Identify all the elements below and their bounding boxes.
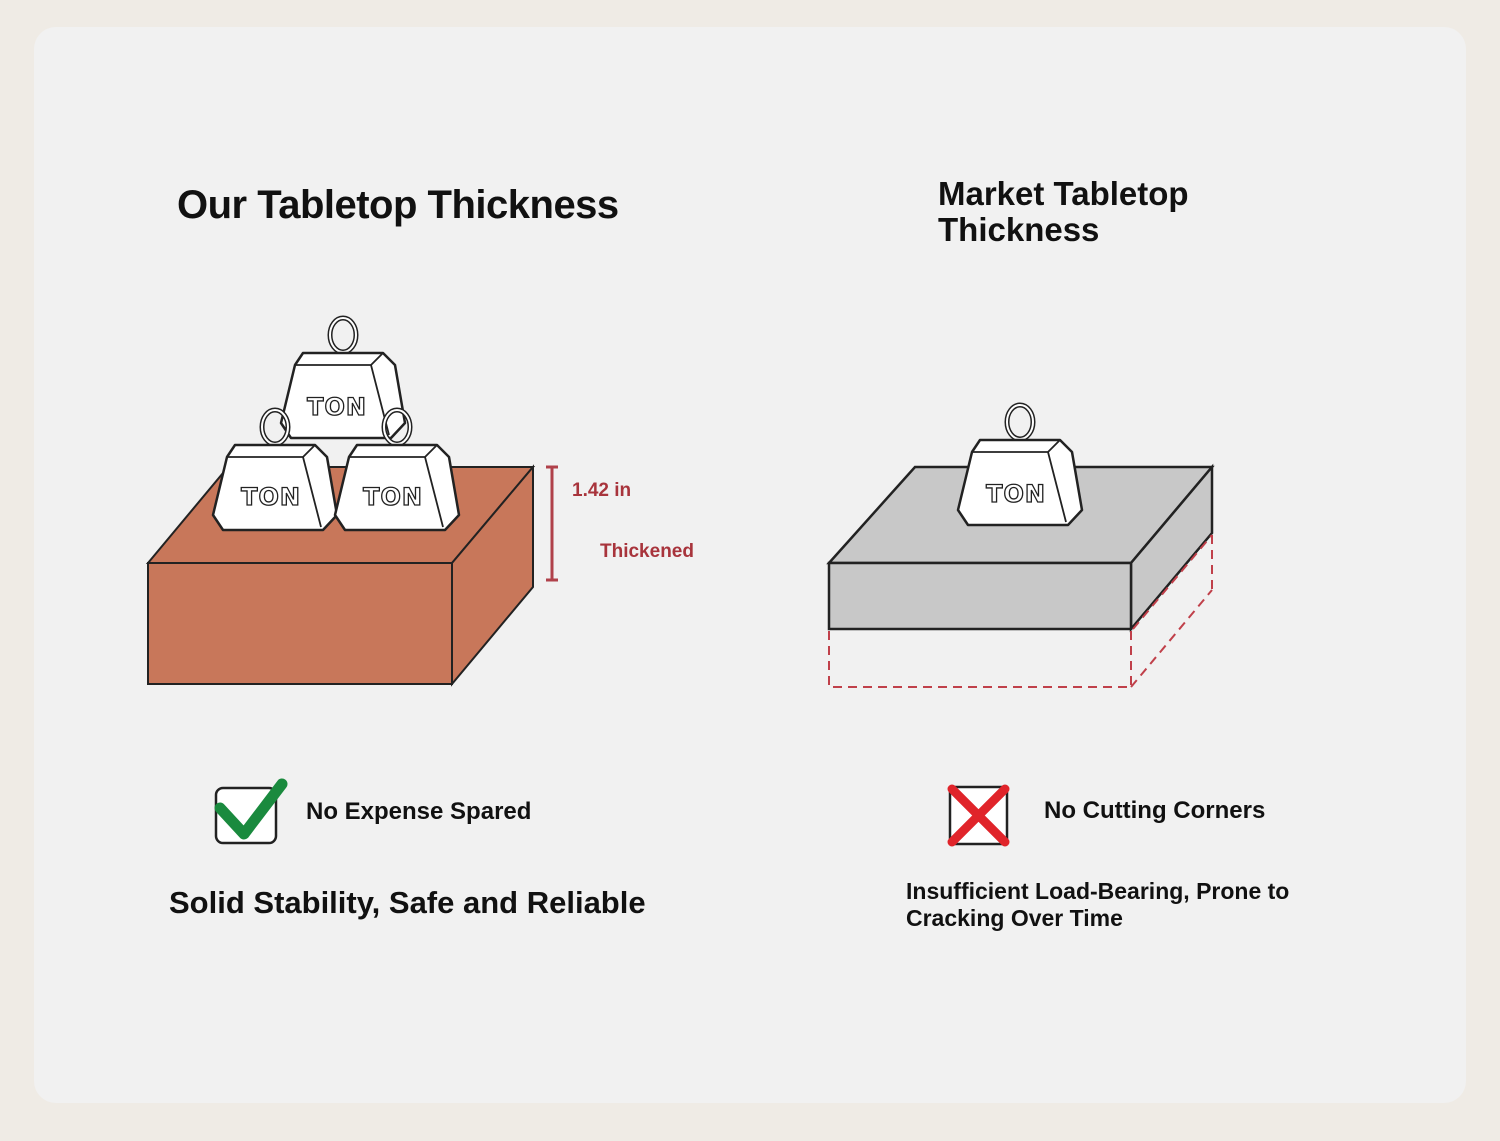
left-title: Our Tabletop Thickness — [177, 183, 619, 227]
weight-top: TON — [281, 318, 405, 438]
thickened-label: Thickened — [600, 541, 694, 562]
right-title: Market Tabletop Thickness — [938, 175, 1189, 248]
svg-text:TON: TON — [241, 483, 301, 511]
left-feature: No Expense Spared — [306, 798, 532, 825]
thickness-value: 1.42 in — [572, 480, 632, 501]
right-feature: No Cutting Corners — [1044, 797, 1266, 824]
cross-icon — [947, 784, 1010, 847]
left-description: Solid Stability, Safe and Reliable — [169, 885, 646, 920]
missing-thickness-outline — [828, 534, 1213, 688]
weight-bottom-right: TON — [335, 410, 459, 530]
check-icon — [214, 778, 288, 845]
svg-text:TON: TON — [307, 393, 367, 421]
thickness-measure-bar — [546, 465, 558, 582]
weight-bottom-left: TON — [213, 410, 337, 530]
right-description: Insufficient Load-Bearing, Prone to Crac… — [906, 878, 1290, 931]
svg-text:TON: TON — [363, 483, 423, 511]
svg-text:TON: TON — [986, 480, 1046, 508]
weight-single: TON — [958, 405, 1082, 525]
